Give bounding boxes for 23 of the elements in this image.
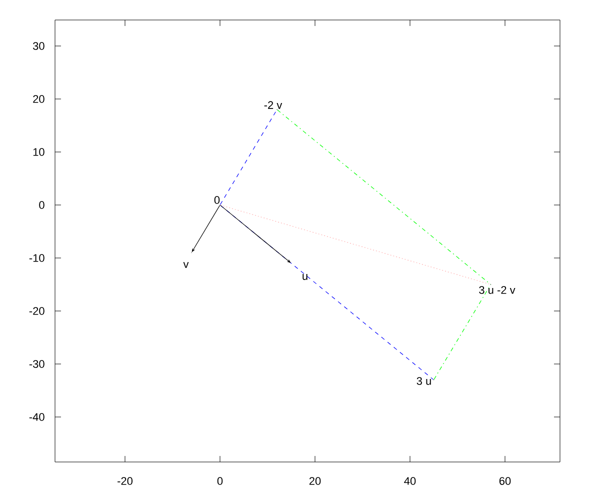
point-label: 3 u -2 v [479, 286, 516, 294]
tick-label: 0 [217, 477, 223, 485]
tick-label: 20 [309, 477, 321, 485]
tick-label: -10 [29, 254, 44, 262]
tick-label: -20 [29, 307, 44, 315]
tick-label: 30 [33, 42, 44, 50]
tick-label: 40 [404, 477, 416, 485]
point-label: v [183, 262, 189, 268]
guide-line [220, 110, 278, 205]
point-label: -2 v [264, 101, 282, 109]
tick-label: 10 [33, 148, 44, 156]
guide-line [434, 284, 491, 380]
tick-label: 20 [33, 95, 44, 103]
point-label: 0 [214, 196, 220, 204]
tick-label: -40 [29, 413, 44, 421]
tick-label: -30 [29, 360, 44, 368]
point-label: 3 u [416, 377, 431, 385]
point-label: u [302, 274, 308, 280]
tick-label: 0 [39, 201, 44, 209]
guide-line [220, 204, 491, 285]
guide-line [277, 110, 491, 284]
tick-label: 60 [499, 477, 511, 485]
tick-label: -20 [118, 477, 133, 485]
